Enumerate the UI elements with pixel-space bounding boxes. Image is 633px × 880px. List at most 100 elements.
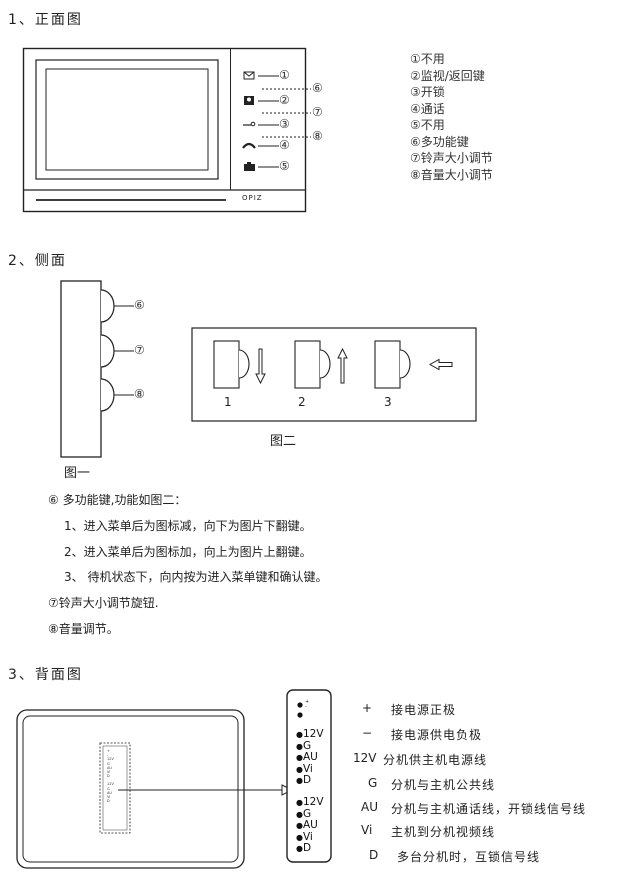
side-note-3: 2、进入菜单后为图标加，向上为图片上翻键。 [64, 545, 312, 559]
connector-pin: ●D [296, 842, 312, 854]
figure1-caption: 图一 [64, 466, 91, 481]
figure2-label-1: 1 [224, 395, 232, 409]
pin-label: G [302, 739, 312, 752]
legend-item: ①不用 [410, 52, 445, 66]
mini-label: 12V [107, 757, 114, 762]
figure2-label-3: 3 [384, 395, 392, 409]
camera-icon [244, 162, 255, 171]
pin-label: Vi [302, 830, 313, 843]
envelope-icon [243, 71, 255, 80]
connector-pin: ●AU [296, 751, 318, 763]
mini-label: G [107, 761, 110, 766]
callout-7: ⑦ [312, 105, 323, 119]
pin-label: D [302, 842, 312, 854]
back-legend-g-desc: 分机与主机公共线 [391, 778, 496, 792]
legend-item: ③开锁 [410, 85, 445, 99]
pin-label-minus: - [305, 704, 307, 710]
connector-pin: ●G [296, 739, 312, 752]
mini-label: G [107, 786, 110, 791]
mini-label: Vi [107, 795, 111, 800]
connector-small-pin-labels: + - [305, 700, 309, 710]
monitor-icon [244, 96, 254, 105]
front-leader-lines [258, 75, 311, 168]
side-callout-6: ⑥ [134, 298, 145, 312]
back-legend-d-key: D [369, 848, 379, 862]
mini-label: AU [107, 790, 112, 795]
back-legend-vi-desc: 主机到分机视频线 [391, 825, 496, 839]
callout-8: ⑧ [312, 129, 323, 143]
front-device [22, 47, 307, 213]
connector-group-top: ●12V ●G ●AU ●Vi ●D [296, 728, 324, 787]
side-note-6: ⑧音量调节。 [48, 622, 119, 636]
callout-6: ⑥ [312, 81, 323, 95]
back-mini-labels: + - 12V G AU Vi D 12V G AU Vi D [107, 749, 114, 803]
back-legend-g-key: G [368, 776, 378, 790]
back-legend-12v-desc: 分机供主机电源线 [383, 753, 488, 767]
figure2-box [191, 327, 477, 422]
pin-label: Vi [302, 762, 313, 775]
side-device [60, 280, 134, 458]
callout-3: ③ [279, 117, 290, 131]
back-legend-d-desc: 多台分机时，互锁信号线 [397, 850, 541, 864]
pin-label: G [302, 807, 312, 820]
legend-item: ⑧音量大小调节 [410, 167, 493, 182]
pin-label: AU [302, 819, 318, 831]
pin-label: D [302, 774, 312, 786]
callout-1: ① [279, 68, 290, 82]
mini-label: - [107, 753, 109, 758]
connector-pin: ●Vi [296, 762, 313, 775]
side-note-4: 3、 待机状态下，向内按为进入菜单键和确认键。 [64, 570, 328, 584]
legend-item: ⑤不用 [410, 118, 445, 132]
mini-label: 12V [107, 782, 114, 787]
side-note-1: ⑥ 多功能键,功能如图二： [48, 493, 187, 507]
connector-pin: ●AU [296, 819, 318, 831]
callout-4: ④ [279, 138, 290, 152]
side-callout-7: ⑦ [134, 343, 145, 357]
connector-pin: ●12V [296, 796, 324, 808]
back-legend-au-desc: 分机与主机通话线，开锁线信号线 [391, 802, 587, 816]
back-legend-vi-key: Vi [361, 823, 373, 837]
mini-label: AU [107, 765, 112, 770]
mini-label: D [107, 774, 110, 779]
pin-label: AU [302, 751, 318, 763]
phone-icon [242, 142, 256, 149]
front-legend: ①不用 ②监视/返回键 ③开锁 ④通话 ⑤不用 ⑥多功能键 ⑦铃声大小调节 ⑧音… [410, 51, 493, 183]
back-section-title: 3、背面图 [8, 667, 83, 683]
mini-label: + [107, 749, 110, 753]
connector-pin: ●12V [296, 728, 324, 740]
front-section-title: 1、正面图 [8, 12, 83, 28]
pin-label: 12V [302, 728, 324, 740]
pin-label-plus: + [305, 699, 310, 705]
connector-group-bottom: ●12V ●G ●AU ●Vi ●D [296, 796, 324, 855]
figure2-label-2: 2 [298, 395, 306, 409]
legend-item: ⑥多功能键 [410, 134, 469, 149]
back-legend-minus-key: − [362, 726, 373, 740]
connector-pin: ●G [296, 807, 312, 820]
legend-item: ⑦铃声大小调节 [410, 151, 493, 165]
mini-label: D [107, 799, 110, 804]
back-device [16, 709, 294, 869]
connector-pin: ●D [296, 774, 312, 786]
pin-label: 12V [302, 796, 324, 808]
front-screen [35, 59, 219, 180]
mini-label: Vi [107, 770, 111, 775]
back-legend-plus-desc: 接电源正极 [391, 703, 457, 717]
connector-pin: ●Vi [296, 830, 313, 843]
callout-2: ② [279, 93, 290, 107]
callout-5: ⑤ [279, 159, 290, 173]
legend-item: ②监视/返回键 [410, 68, 485, 83]
side-note-5: ⑦铃声大小调节旋钮. [48, 596, 159, 610]
front-brand-logo: OPIZ [242, 194, 263, 202]
figure2-caption: 图二 [270, 434, 297, 449]
side-callout-8: ⑧ [134, 387, 145, 401]
back-legend-au-key: AU [361, 800, 378, 814]
back-connector [286, 689, 332, 863]
back-legend-plus-key: + [362, 701, 373, 715]
key-icon [243, 121, 256, 127]
back-legend-minus-desc: 接电源供电负极 [391, 728, 483, 742]
legend-item: ④通话 [410, 101, 445, 116]
back-legend-12v-key: 12V [353, 751, 377, 765]
side-note-2: 1、进入菜单后为图标减，向下为图片下翻键。 [64, 519, 312, 533]
side-section-title: 2、侧面 [8, 253, 67, 269]
